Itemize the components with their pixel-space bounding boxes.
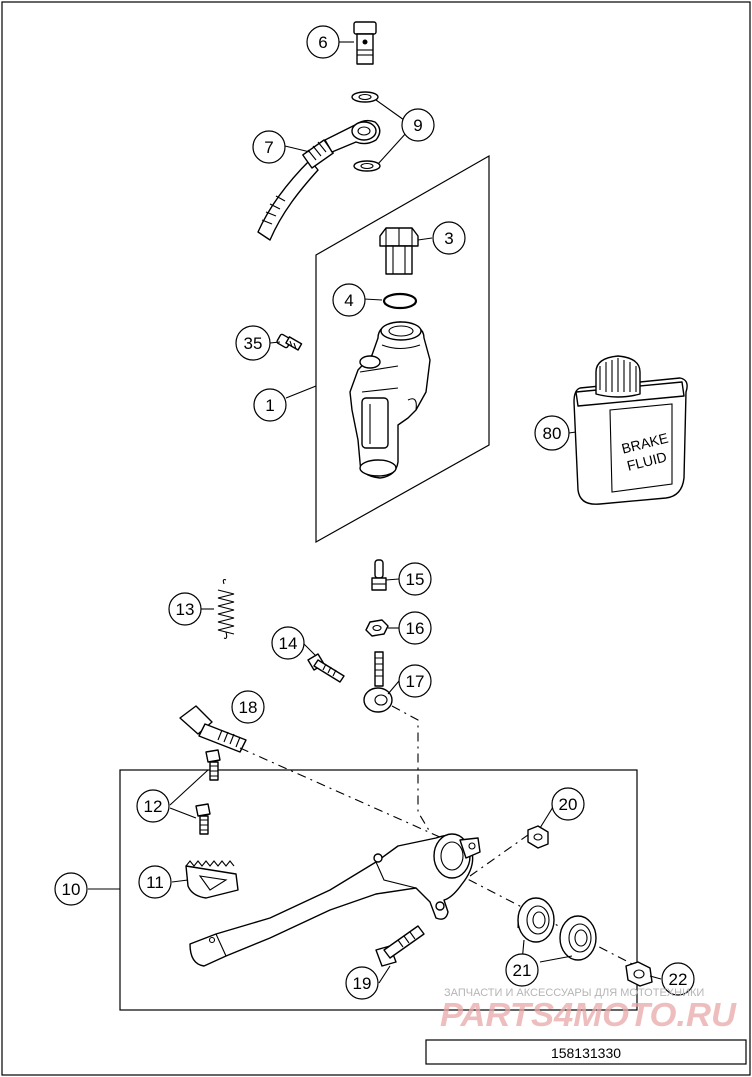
svg-text:80: 80 [543,424,562,443]
callout-14: 14 [271,626,305,660]
svg-text:9: 9 [413,116,422,135]
svg-text:15: 15 [406,570,425,589]
sealing-washers-part [351,91,381,172]
assembly-line-nut20 [469,829,536,877]
adjuster-rod-part [371,559,387,591]
brake-fluid-bottle-part: BRAKE FLUID [573,355,688,505]
callout-35: 35 [235,325,271,361]
brake-pedal-group-frame [119,769,638,1011]
callout-4: 4 [332,283,366,317]
callout-17: 17 [398,664,432,698]
reservoir-fitting-part [379,227,419,275]
callout-1: 1 [253,388,287,422]
callout-20: 20 [551,787,585,821]
master-cylinder-body-part [349,321,431,479]
banjo-bolt-part [353,21,377,65]
callout-7: 7 [252,130,286,164]
svg-text:12: 12 [144,797,163,816]
callout-6: 6 [306,25,340,59]
callout-18: 18 [231,690,265,724]
callout-3: 3 [432,221,466,255]
callout-10: 10 [54,872,88,906]
screws-12-part [195,749,221,835]
callout-15: 15 [398,562,432,596]
pedal-tip-11-part [185,860,239,899]
callout-9: 9 [401,108,435,142]
svg-text:3: 3 [444,229,453,248]
screw-35-part [276,333,303,351]
leader-lines [88,41,662,984]
svg-text:14: 14 [279,634,298,653]
svg-text:17: 17 [406,672,425,691]
svg-text:13: 13 [176,600,195,619]
callout-21: 21 [505,953,539,987]
assembly-line-pivot [239,747,461,847]
clevis-eye-part [363,651,393,713]
callout-80: 80 [534,415,570,451]
callout-12: 12 [136,789,170,823]
callout-13: 13 [168,592,202,626]
svg-text:4: 4 [344,291,353,310]
callout-19: 19 [345,966,379,1000]
brake-hose-part [257,119,381,241]
callout-22: 22 [661,962,695,996]
o-ring-part [382,292,418,310]
diagram-number-box [425,1039,747,1065]
bearings-21-part [517,897,597,961]
svg-text:10: 10 [62,880,81,899]
brake-pedal-10-part [189,833,481,967]
svg-text:6: 6 [318,33,327,52]
svg-text:1: 1 [265,396,274,415]
svg-text:19: 19 [353,974,372,993]
master-cylinder-group-frame [315,154,490,544]
pivot-bolt-18-part [179,705,247,753]
svg-text:20: 20 [559,795,578,814]
watermark-top-text: ЗАПЧАСТИ И АКСЕССУАРЫ ДЛЯ МОТОТЕХНИКИ [444,987,704,999]
svg-text:22: 22 [669,970,688,989]
bolt-14-part [307,653,345,683]
svg-text:16: 16 [406,619,425,638]
svg-text:35: 35 [244,334,263,353]
diagram-number: 158131330 [551,1045,621,1061]
svg-text:7: 7 [264,138,273,157]
assembly-line-clevis [391,705,431,833]
svg-text:21: 21 [513,961,532,980]
return-spring-part [217,578,235,639]
nut-22-part [625,961,653,987]
watermark-brand-text: PARTS4MOTO.RU [440,996,737,1033]
bolt-19-part [375,925,425,967]
callout-16: 16 [398,611,432,645]
callout-11: 11 [138,865,172,899]
nut-16-part [365,619,389,637]
svg-text:11: 11 [146,873,164,892]
svg-text:18: 18 [239,698,258,717]
nut-20-part [527,825,549,849]
